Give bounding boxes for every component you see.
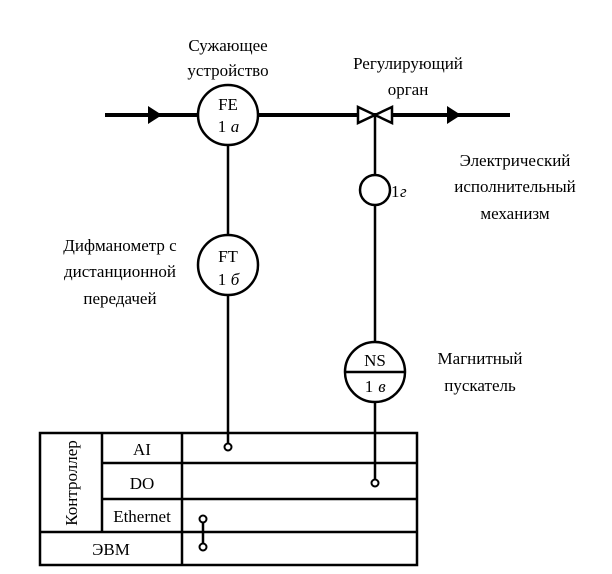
actuator-label: Электрический исполнительный механизм (454, 151, 576, 223)
svg-text:Магнитный: Магнитный (438, 349, 523, 368)
svg-text:1: 1 (391, 182, 400, 201)
terminal-do (370, 478, 380, 488)
svg-text:пускатель: пускатель (444, 376, 516, 395)
svg-text:Дифманометр с: Дифманометр с (63, 236, 177, 255)
ns-label: Магнитный пускатель (438, 349, 523, 395)
svg-text:орган: орган (388, 80, 429, 99)
flow-arrow-in (148, 106, 162, 124)
svg-text:Регулирующий: Регулирующий (353, 54, 463, 73)
row-do: DO (130, 474, 155, 493)
svg-text:б: б (231, 270, 240, 289)
row-ethernet: Ethernet (113, 507, 171, 526)
svg-text:Сужающее: Сужающее (188, 36, 267, 55)
svg-text:дистанционной: дистанционной (64, 262, 176, 281)
control-valve (356, 105, 394, 125)
svg-text:передачей: передачей (83, 289, 156, 308)
terminal-ethernet (198, 514, 208, 524)
valve-label: Регулирующий орган (353, 54, 463, 99)
fe-label: Сужающее устройство (187, 36, 268, 80)
row-computer: ЭВМ (92, 540, 130, 559)
svg-text:1: 1 (218, 270, 227, 289)
svg-text:NS: NS (364, 351, 386, 370)
svg-text:устройство: устройство (187, 61, 268, 80)
ns-instrument: NS 1 в (343, 340, 407, 404)
terminal-computer (198, 542, 208, 552)
fe-instrument: FE 1 а (196, 83, 260, 147)
svg-text:исполнительный: исполнительный (454, 177, 576, 196)
flow-arrow-out (447, 106, 461, 124)
svg-text:FE: FE (218, 95, 238, 114)
svg-text:механизм: механизм (480, 204, 550, 223)
terminal-ai (223, 442, 233, 452)
row-ai: AI (133, 440, 151, 459)
svg-text:г: г (400, 182, 407, 201)
svg-text:1: 1 (365, 377, 374, 396)
ft-label: Дифманометр с дистанционной передачей (63, 236, 177, 308)
controller-table (38, 431, 419, 567)
ft-instrument: FT 1 б (196, 233, 260, 297)
svg-text:Электрический: Электрический (460, 151, 571, 170)
svg-text:а: а (231, 117, 240, 136)
svg-text:1: 1 (218, 117, 227, 136)
svg-text:в: в (378, 377, 386, 396)
controller-label: Контроллер (62, 440, 81, 526)
svg-text:FT: FT (218, 247, 238, 266)
actuator-instrument: 1 г (358, 173, 407, 207)
